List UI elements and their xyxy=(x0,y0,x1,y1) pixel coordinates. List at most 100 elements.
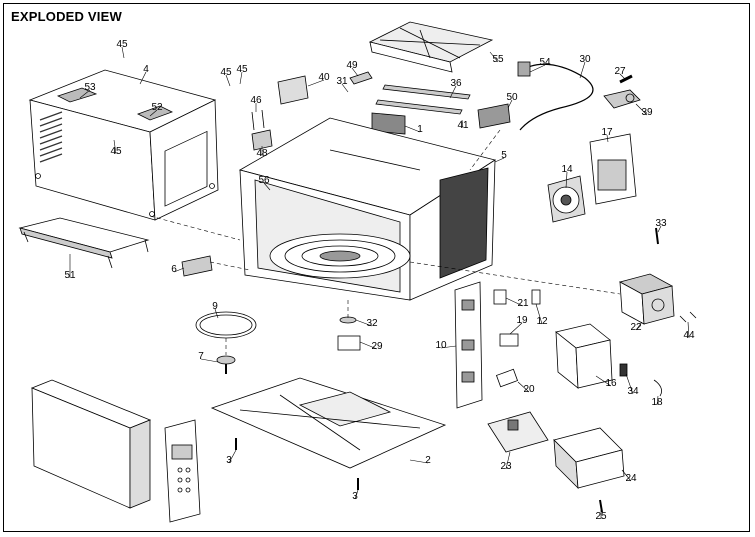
screws-44-part xyxy=(679,311,697,323)
turntable-motor-part xyxy=(337,335,361,351)
callout-label-34: 34 xyxy=(627,386,639,397)
callout-leader-14 xyxy=(565,171,568,189)
callout-label-17: 17 xyxy=(601,127,613,138)
callout-label-5: 5 xyxy=(501,150,507,161)
bracket-40-part xyxy=(277,75,309,105)
callout-label-18: 18 xyxy=(651,397,663,408)
plate-50-part xyxy=(477,103,511,129)
callout-label-3: 3 xyxy=(226,455,232,466)
callout-leader-30 xyxy=(579,61,586,79)
switches-part xyxy=(493,289,541,388)
callout-leader-27 xyxy=(619,73,627,81)
callout-label-54: 54 xyxy=(539,57,551,68)
callout-label-10: 10 xyxy=(435,340,447,351)
callout-label-27: 27 xyxy=(614,66,626,77)
callout-label-25: 25 xyxy=(595,511,607,522)
fuse-holder-39-part xyxy=(603,89,641,109)
callout-label-49: 49 xyxy=(346,60,358,71)
plate-6-part xyxy=(181,255,213,277)
callout-label-36: 36 xyxy=(450,78,462,89)
callout-label-48: 48 xyxy=(256,148,268,159)
callout-leader-23 xyxy=(505,451,511,470)
callout-label-51: 51 xyxy=(64,270,76,281)
callout-label-44: 44 xyxy=(683,330,695,341)
callout-label-45: 45 xyxy=(116,39,128,50)
callout-label-30: 30 xyxy=(579,54,591,65)
callout-label-55: 55 xyxy=(492,54,504,65)
callout-label-46: 46 xyxy=(250,95,262,106)
screw-25-part xyxy=(599,499,603,513)
control-panel-part xyxy=(164,419,201,523)
callout-leader-34 xyxy=(625,373,634,395)
callout-label-22: 22 xyxy=(630,322,642,333)
assembly-guide-lines xyxy=(149,129,621,355)
callout-leader-45 xyxy=(121,46,125,59)
roller-ring-part xyxy=(195,311,257,339)
callout-leader-3 xyxy=(228,449,237,464)
fan-motor-part xyxy=(547,175,586,223)
callout-label-19: 19 xyxy=(516,315,528,326)
callout-label-23: 23 xyxy=(500,461,512,472)
bracket-49-part xyxy=(349,71,373,85)
door-part xyxy=(30,379,152,509)
callout-leader-17 xyxy=(606,134,609,143)
callout-label-52: 52 xyxy=(151,102,163,113)
callout-leader-7 xyxy=(200,358,219,363)
callout-leader-36 xyxy=(449,85,457,99)
callout-leader-18 xyxy=(656,395,659,406)
callout-label-32: 32 xyxy=(366,318,378,329)
circuit-board-part xyxy=(487,411,549,453)
callout-label-53: 53 xyxy=(84,82,96,93)
callout-leader-45 xyxy=(239,71,243,85)
callout-leader-12 xyxy=(535,303,543,325)
callout-leader-44 xyxy=(687,321,690,339)
callout-leader-56 xyxy=(263,182,271,191)
callout-leader-39 xyxy=(635,103,648,116)
callout-leader-52 xyxy=(149,109,158,117)
callout-leader-1 xyxy=(404,125,421,133)
callout-leader-5 xyxy=(494,157,505,163)
callout-label-33: 33 xyxy=(655,218,667,229)
callout-leader-20 xyxy=(517,381,530,393)
callout-label-4: 4 xyxy=(143,64,149,75)
transformer-part xyxy=(553,427,625,490)
callout-label-31: 31 xyxy=(336,76,348,87)
callout-label-39: 39 xyxy=(641,107,653,118)
oven-cavity-part xyxy=(238,117,496,301)
callout-label-7: 7 xyxy=(198,351,204,362)
base-frame-part xyxy=(18,217,150,269)
callout-label-14: 14 xyxy=(561,164,573,175)
callout-leader-45 xyxy=(113,139,117,155)
callout-leader-22 xyxy=(635,321,643,331)
callout-label-45: 45 xyxy=(110,146,122,157)
part-34 xyxy=(619,363,628,377)
callout-leader-40 xyxy=(307,79,325,87)
callout-leader-45 xyxy=(225,74,231,87)
magnetron-part xyxy=(618,273,675,325)
callout-label-3: 3 xyxy=(352,491,358,502)
callout-label-50: 50 xyxy=(506,92,518,103)
callout-label-24: 24 xyxy=(625,473,637,484)
small-part-27 xyxy=(619,74,633,84)
callout-leader-32 xyxy=(355,319,373,327)
callout-leader-3 xyxy=(354,489,359,500)
callout-label-40: 40 xyxy=(318,72,330,83)
callout-leader-54 xyxy=(529,64,546,73)
callout-leader-41 xyxy=(461,119,464,129)
coupler-part xyxy=(216,355,236,374)
callout-leader-19 xyxy=(509,322,523,335)
callout-label-21: 21 xyxy=(517,298,529,309)
callout-leader-21 xyxy=(505,297,524,307)
callout-label-41: 41 xyxy=(457,120,469,131)
callout-leader-50 xyxy=(507,99,513,109)
callout-label-1: 1 xyxy=(417,124,423,135)
callout-label-6: 6 xyxy=(171,264,177,275)
callout-label-12: 12 xyxy=(536,316,548,327)
bracket-16-part xyxy=(555,323,613,389)
base-plate-part xyxy=(210,377,447,469)
callout-label-45: 45 xyxy=(220,67,232,78)
callout-leader-24 xyxy=(621,469,632,482)
